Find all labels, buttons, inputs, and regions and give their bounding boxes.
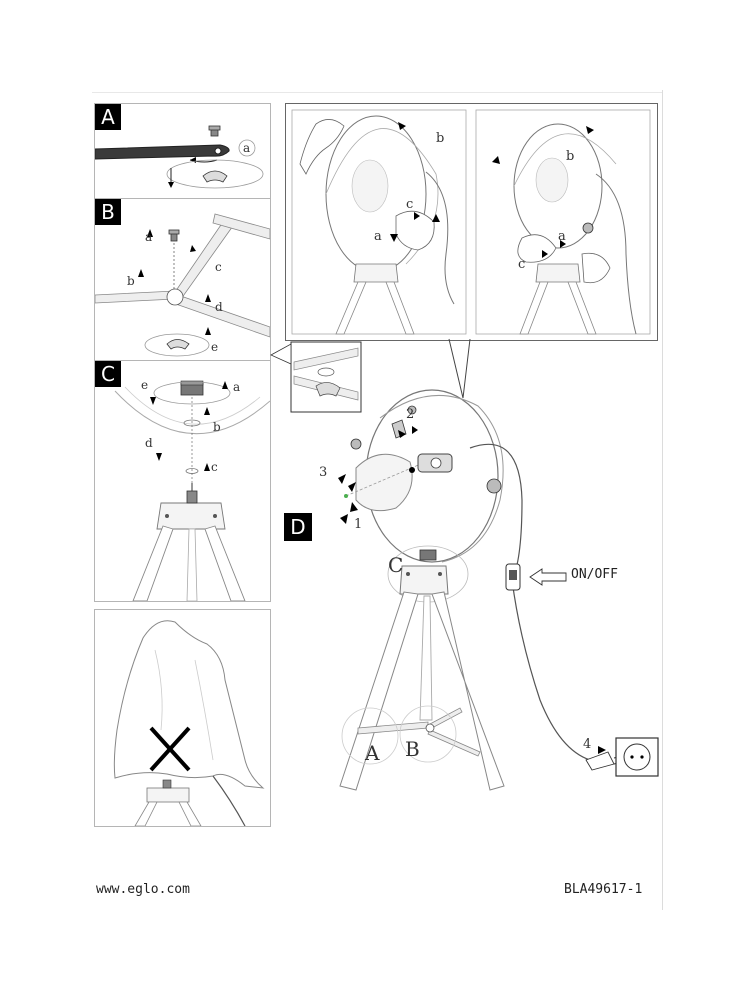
step-a-label-a: a <box>243 141 250 155</box>
step-a-tag: A <box>95 104 121 130</box>
step-d-ref-a: A <box>364 741 380 765</box>
step-b-illustration: a b c d e <box>95 213 270 357</box>
step-b-label-d: d <box>215 300 223 314</box>
step-d-ref-b: B <box>405 737 420 761</box>
step-c-label-c: c <box>211 460 218 474</box>
detail-right-label-a: a <box>558 229 566 244</box>
detail-right-label-c: c <box>518 257 525 272</box>
page-right-rule <box>662 90 663 910</box>
step-c-panel: C e a b d c <box>94 360 271 602</box>
step-b-tag: B <box>95 199 121 225</box>
warning-illustration <box>113 620 265 826</box>
step-d-number-1: 1 <box>354 517 362 532</box>
step-c-label-e: e <box>141 378 148 392</box>
page-top-rule <box>92 92 662 93</box>
on-off-switch-label: ON/OFF <box>571 567 618 582</box>
detail-left-label-a: a <box>374 229 382 244</box>
step-c-label-d: d <box>145 436 153 450</box>
step-a-illustration: a <box>95 125 264 189</box>
step-c-label-b: b <box>213 420 221 434</box>
detail-left-label-b: b <box>436 131 444 146</box>
step-d-ref-c: C <box>388 553 403 577</box>
step-d-number-4: 4 <box>583 737 591 752</box>
detail-right-label-b: b <box>566 149 574 164</box>
step-d-number-2: 2 <box>406 407 414 422</box>
warning-panel <box>94 609 271 827</box>
footer-website: www.eglo.com <box>96 882 190 897</box>
step-b-label-e: e <box>211 340 218 354</box>
step-b-panel: B a b c d e <box>94 198 271 362</box>
step-a-panel: A a <box>94 103 271 200</box>
step-d-detail-illustration: b c a b a c <box>291 109 651 335</box>
step-b-label-b: b <box>127 274 135 288</box>
step-d-detail-callout: b c a b a c <box>285 103 658 341</box>
detail-left-label-c: c <box>406 197 413 212</box>
step-c-label-a: a <box>233 380 240 394</box>
step-d-number-3: 3 <box>319 465 327 480</box>
step-d-tag: D <box>284 513 312 541</box>
step-c-tag: C <box>95 361 121 387</box>
step-b-label-c: c <box>215 260 222 274</box>
step-b-label-a: a <box>145 230 152 244</box>
footer-model-code: BLA49617-1 <box>564 882 643 897</box>
step-c-illustration: e a b d c <box>114 378 270 601</box>
